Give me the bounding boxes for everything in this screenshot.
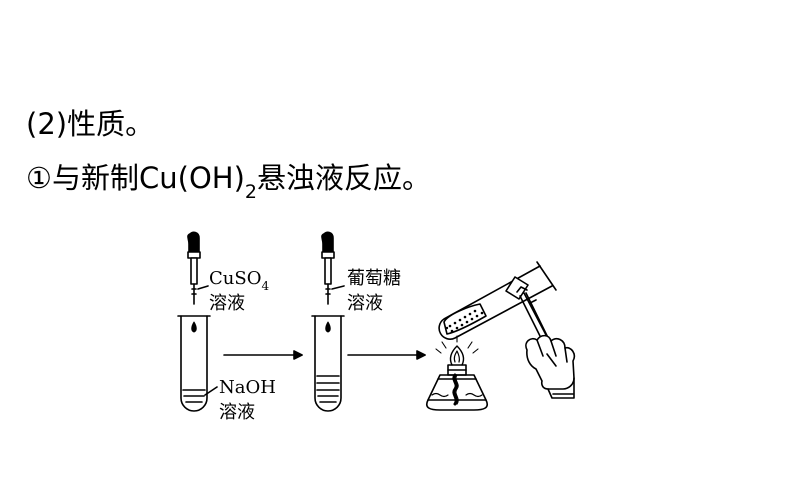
arrow-1-icon	[223, 350, 303, 360]
reaction-item-subscript: 2	[244, 181, 257, 203]
reaction-item-suffix: 悬浊液反应。	[256, 161, 431, 195]
cuso4-solution-label: 溶液	[209, 293, 245, 314]
naoh-label: NaOH	[219, 377, 276, 398]
dropper-2-icon	[321, 231, 335, 305]
test-tube-2-icon	[311, 315, 345, 412]
test-tube-1-icon	[177, 315, 211, 412]
dropper-1-icon	[187, 231, 201, 305]
alcohol-lamp-icon	[425, 335, 489, 411]
naoh-solution-label: 溶液	[219, 402, 255, 423]
glucose-leader-line	[331, 285, 345, 290]
section-heading: (2)性质。	[26, 107, 155, 141]
glucose-label: 葡萄糖	[347, 268, 401, 289]
hand-icon	[525, 334, 576, 399]
reaction-item-prefix: ①与新制Cu(OH)	[26, 161, 245, 195]
cuso4-label: CuSO4	[209, 268, 269, 293]
reaction-item: ①与新制Cu(OH)2悬浊液反应。	[26, 160, 431, 203]
naoh-leader-line	[204, 386, 218, 396]
glucose-solution-label: 溶液	[347, 293, 383, 314]
heated-test-tube-icon	[438, 261, 557, 340]
cuso4-leader-line	[197, 285, 209, 290]
arrow-2-icon	[347, 350, 426, 360]
